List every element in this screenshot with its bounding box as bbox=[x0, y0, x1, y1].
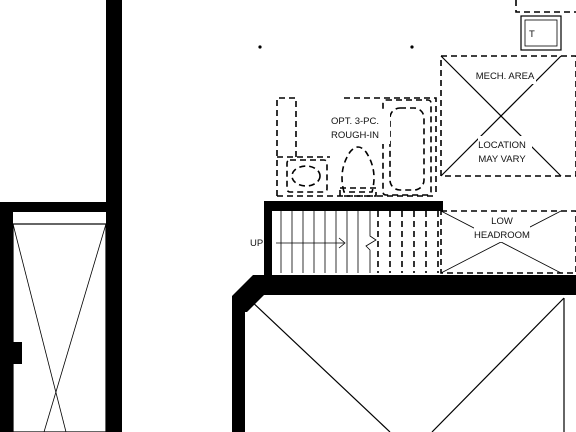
mechanical-area: MECH. AREA LOCATION MAY VARY bbox=[440, 55, 576, 177]
bottom-room-diagonal-2 bbox=[431, 297, 565, 432]
top-right-fixtures: T bbox=[258, 0, 576, 51]
stair-treads-hidden bbox=[377, 211, 439, 273]
rough-in-label-line1: OPT. 3-PC. bbox=[331, 116, 379, 127]
mech-area-label: MECH. AREA bbox=[476, 71, 535, 82]
left-room-open-area bbox=[12, 223, 107, 432]
left-room bbox=[0, 0, 122, 432]
rough-in-bathroom: OPT. 3-PC. ROUGH-IN bbox=[276, 97, 437, 197]
mech-area-outline bbox=[440, 55, 576, 177]
top-dashed-edge bbox=[515, 0, 576, 13]
water-tank-inner bbox=[524, 19, 558, 47]
stair-left-wall bbox=[264, 201, 272, 283]
left-room-wall-right bbox=[106, 0, 122, 432]
rough-in-label-line2: ROUGH-IN bbox=[331, 130, 379, 141]
bottom-room-wall-corner bbox=[232, 275, 264, 312]
bathtub bbox=[382, 99, 432, 196]
bathtub-inner bbox=[389, 107, 425, 191]
stair-up-label: UP bbox=[250, 238, 263, 249]
staircase: UP bbox=[250, 201, 443, 283]
left-room-diagonal-2 bbox=[43, 223, 107, 432]
location-label-line1: LOCATION bbox=[478, 140, 526, 151]
toilet-bowl bbox=[341, 146, 375, 193]
water-tank-box bbox=[520, 15, 562, 51]
left-room-diagonal-1 bbox=[12, 223, 67, 432]
left-room-wall-top bbox=[0, 202, 108, 212]
left-room-wall-jog bbox=[10, 342, 22, 364]
water-tank-label: T bbox=[529, 29, 535, 40]
low-headroom-label-line1: LOW bbox=[491, 216, 513, 227]
low-headroom-label-line2: HEADROOM bbox=[474, 230, 530, 241]
ceiling-point-2 bbox=[410, 45, 414, 49]
bottom-room-wall-left bbox=[232, 304, 245, 432]
rough-in-outline-top bbox=[344, 97, 437, 196]
low-headroom-area: LOW HEADROOM bbox=[440, 210, 576, 274]
bottom-room-wall-top bbox=[264, 275, 576, 295]
bottom-room bbox=[232, 275, 576, 432]
mech-area-diagonal-2 bbox=[440, 55, 562, 177]
left-room-wall-left bbox=[0, 202, 13, 432]
ceiling-point-1 bbox=[258, 45, 262, 49]
vanity-sink bbox=[286, 159, 328, 193]
stair-break-line bbox=[365, 211, 377, 273]
stair-arrow-head bbox=[338, 237, 346, 249]
bottom-room-diagonal-1 bbox=[247, 297, 391, 432]
stair-treads bbox=[280, 211, 359, 273]
sink-basin bbox=[291, 165, 321, 187]
location-label-line2: MAY VARY bbox=[478, 154, 526, 165]
low-headroom-outline bbox=[440, 210, 576, 274]
toilet-tank bbox=[339, 187, 377, 197]
stair-top-wall bbox=[266, 201, 443, 211]
